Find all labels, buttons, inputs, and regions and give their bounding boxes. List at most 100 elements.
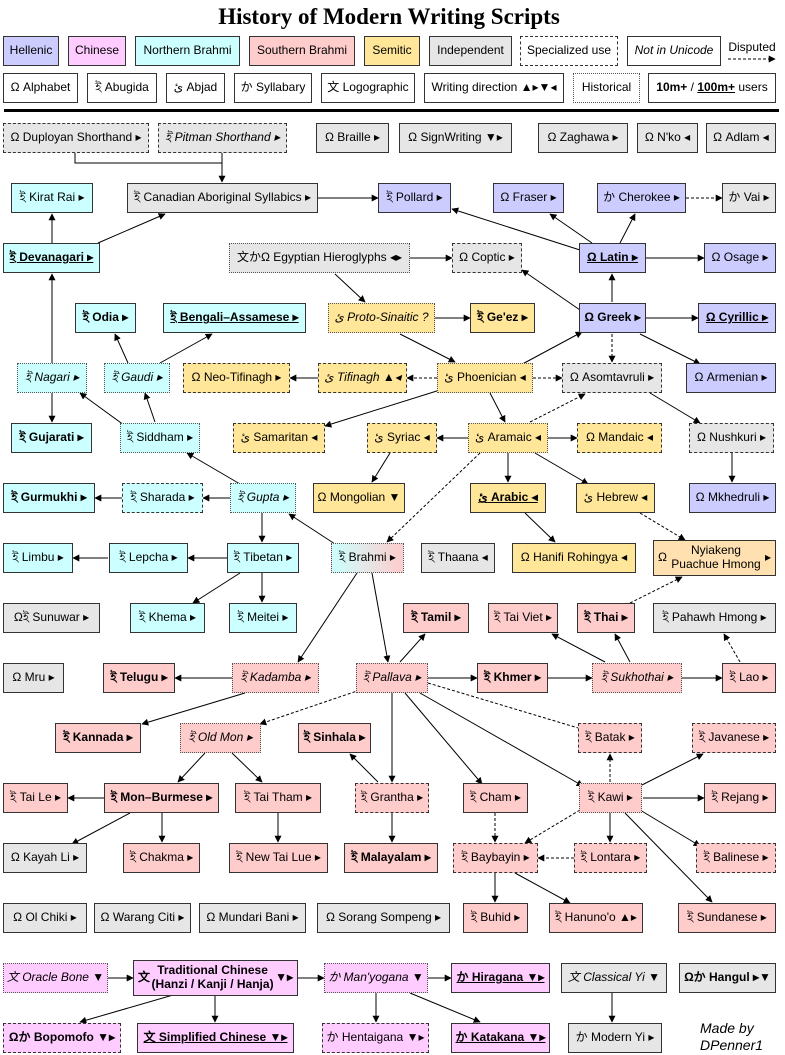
node-kannada: ই Kannada ▸ (55, 723, 141, 753)
edge-siddham-gaudi (143, 392, 156, 423)
legend-historical: Historical (573, 73, 640, 103)
legend-users-label: users (735, 80, 768, 95)
edge-baybayin-hanunoo (514, 872, 571, 904)
legend-alphabet: Ω Alphabet (3, 73, 78, 103)
node-mon-burmese: ই Mon–Burmese ▸ (104, 783, 219, 813)
legend-southern-brahmi: Southern Brahmi (249, 36, 355, 66)
node-pollard: ই Pollard ▸ (378, 183, 451, 213)
legend-users: 10m+ / 100m+ users (648, 73, 776, 103)
page-title: History of Modern Writing Scripts (218, 4, 560, 29)
node-hangul: Ωか Hangul ▸▼ (679, 963, 776, 993)
edge-lao-pahawh (723, 633, 741, 663)
node-hiragana: か Hiragana ▼▸ (451, 963, 550, 993)
legend-users-10m: 10m+ (656, 80, 688, 95)
node-mongolian: Ω Mongolian ▼ (313, 483, 405, 513)
node-kirat-rai: ই Kirat Rai ▸ (11, 183, 93, 213)
node-hentaigana: か Hentaigana ▼▸ (322, 1023, 429, 1053)
edge-kawi-balinese (639, 809, 701, 847)
edge-sukhothai-taiviet (551, 633, 606, 663)
edge-oldmon-taitham (231, 752, 263, 783)
edge-brahmi-gupta (288, 513, 336, 545)
node-proto-sinaitic: ئ Proto-Sinaitic ? (328, 303, 435, 333)
edge-phoenician-greek (514, 331, 583, 369)
node-new-tai-lue: ই New Tai Lue ▸ (229, 843, 328, 873)
edge-gaudi-bengali (159, 333, 213, 364)
node-duployan-shorthand: Ω Duployan Shorthand ▸ (3, 123, 149, 153)
node-lontara: ই Lontara ▸ (574, 843, 647, 873)
node-hanifi-rohingya: Ω Hanifi Rohingya ◂ (512, 543, 636, 573)
node-mundari-bani: Ω Mundari Bani ▸ (199, 903, 306, 933)
edge-manyogana-katakana (409, 992, 481, 1023)
edge-latin-fraser (549, 213, 593, 244)
node-meitei: ই Meitei ▸ (229, 603, 297, 633)
node-sinhala: ই Sinhala ▸ (298, 723, 371, 753)
node-samaritan: ئ Samaritan ◂ (233, 423, 325, 453)
node-brahmi: ই Brahmi ▸ (331, 543, 404, 573)
node-tamil: ই Tamil ▸ (403, 603, 469, 633)
edge-oldmon-monburmese (177, 752, 206, 783)
node-sunuwar: Ωই Sunuwar ▸ (3, 603, 100, 633)
node-nushkuri: Ω Nushkuri ▸ (689, 423, 774, 453)
edge-phoenician-samaritan (324, 389, 441, 428)
node-aramaic: ئ Aramaic ◂ (468, 423, 548, 453)
edge-latin-cherokee (619, 213, 636, 244)
node-warang-citi: Ω Warang Citi ▸ (94, 903, 191, 933)
node-tibetan: ই Tibetan ▸ (227, 543, 299, 573)
edge-latin-pollard (451, 207, 581, 251)
tradchinese-type-icon: 文 (138, 970, 151, 985)
edge-pallava-kawi (419, 692, 584, 787)
node-lepcha: ই Lepcha ▸ (109, 543, 188, 573)
edge-duployan-cas (74, 153, 226, 183)
node-malayalam: ই Malayalam ▸ (344, 843, 438, 873)
edge-kawi-sundanese (624, 812, 713, 903)
node-nagari: ই Nagari ▸ (17, 363, 87, 393)
node-adlam: Ω Adlam ◂ (706, 123, 776, 153)
node-simplified-chinese: 文 Simplified Chinese ▼▸ (137, 1023, 294, 1053)
node-gaudi: ই Gaudi ▸ (104, 363, 170, 393)
nyiakeng-line-2: Puachue Hmong (671, 557, 761, 571)
node-fraser: Ω Fraser ▸ (493, 183, 564, 213)
node-bopomofo: Ωか Bopomofo ▼▸ (3, 1023, 121, 1053)
nyiakeng-line-1: Nyiakeng (690, 543, 741, 558)
legend-independent: Independent (429, 36, 512, 66)
node-katakana: か Katakana ▼▸ (451, 1023, 550, 1053)
edge-greek-armenian (639, 333, 701, 365)
tradchinese-direction-icon: ▼▸ (275, 970, 293, 985)
node-manyogana: か Man'yogana ▼ (324, 963, 428, 993)
node-kawi: ই Kawi ▸ (579, 783, 642, 813)
edge-brahmi-pallava (371, 572, 391, 663)
node-osage: Ω Osage ▸ (704, 243, 776, 273)
edge-aramaic-brahmi (386, 452, 481, 543)
node-khema: ই Khema ▸ (130, 603, 205, 633)
node-sorang-sompeng: Ω Sorang Sompeng ▸ (317, 903, 450, 933)
node-lao: ই Lao ▸ (722, 663, 776, 693)
node-armenian: Ω Armenian ▸ (686, 363, 776, 393)
edge-syriac-mongolian (371, 452, 391, 483)
node-rejang: ই Rejang ▸ (704, 783, 776, 813)
nyiakeng-label: Nyiakeng Puachue Hmong (671, 543, 761, 572)
legend-hellenic: Hellenic (3, 36, 59, 66)
node-devanagari: ই Devanagari ▸ (3, 243, 100, 273)
node-thai: ই Thai ▸ (577, 603, 635, 633)
node-latin: Ω Latin ▸ (579, 243, 646, 273)
node-braille: Ω Braille ▸ (316, 123, 389, 153)
edge-egyptian-protosinaitic (334, 273, 366, 303)
node-zaghawa: Ω Zaghawa ▸ (538, 123, 628, 153)
node-hanunoo: ই Hanuno'o ▲▸ (549, 903, 643, 933)
node-cham: ই Cham ▸ (463, 783, 528, 813)
node-tai-viet: ই Tai Viet ▸ (488, 603, 558, 633)
edge-pallava-tamil (399, 633, 426, 663)
edge-pallava-batak (427, 682, 586, 732)
edge-arabic-hanifi (524, 512, 556, 543)
node-khmer: ই Khmer ▸ (477, 663, 548, 693)
node-baybayin: ই Baybayin ▸ (453, 843, 538, 873)
legend-semitic: Semitic (364, 36, 420, 66)
legend-users-sep: / (687, 80, 698, 95)
edge-kawi-baybayin (524, 809, 581, 844)
node-tai-le: ই Tai Le ▸ (3, 783, 68, 813)
node-grantha: ই Grantha ▸ (355, 783, 429, 813)
node-tai-tham: ই Tai Tham ▸ (235, 783, 321, 813)
edge-kadamba-kannada (141, 692, 246, 726)
node-pahawh-hmong: ই Pahawh Hmong ▸ (653, 603, 776, 633)
